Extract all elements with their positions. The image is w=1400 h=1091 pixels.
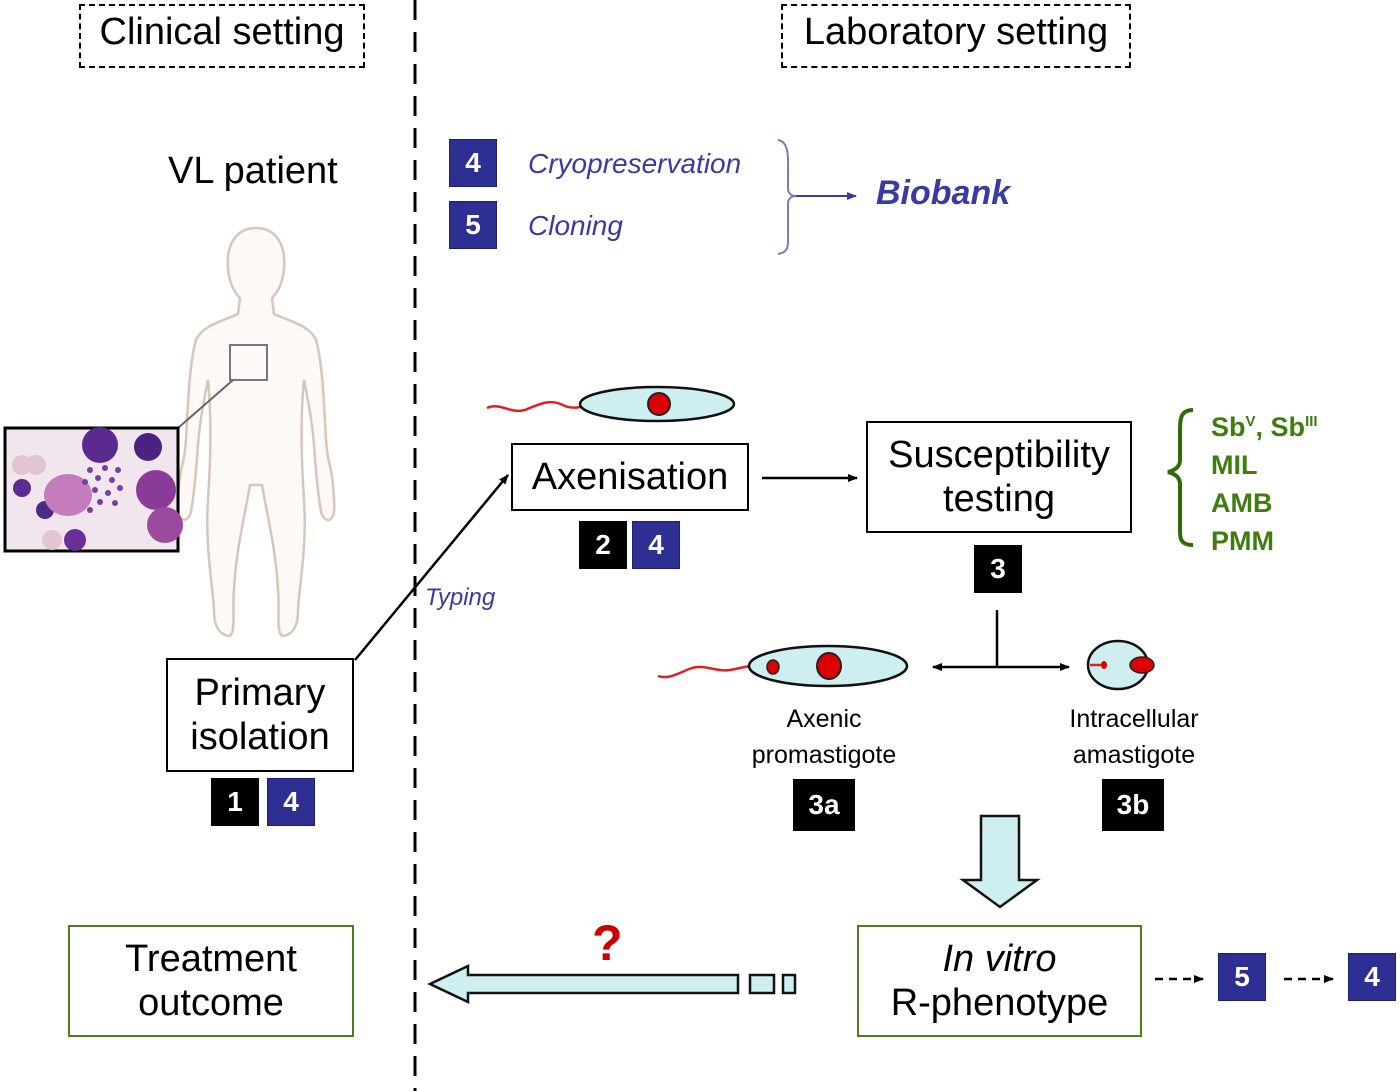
body-region-box (229, 344, 268, 381)
in-vitro-phenotype-box: In vitro R-phenotype (857, 925, 1142, 1037)
drug-amphotericin-b: AMB (1211, 488, 1273, 518)
primary-isolation-line2: isolation (190, 716, 330, 758)
badge-cryopreservation-followup: 4 (1348, 953, 1396, 1001)
primary-isolation-box: Primary isolation (166, 658, 354, 772)
promastigote-cell-icon (657, 644, 909, 688)
drug-antimony: SbV, SbIII (1211, 412, 1318, 442)
badge-step-3: 3 (974, 545, 1022, 593)
badge-step-2: 2 (579, 521, 627, 569)
axenisation-label: Axenisation (531, 456, 729, 498)
question-mark: ? (592, 915, 623, 971)
phenotype-line2: R-phenotype (890, 982, 1109, 1024)
treatment-outcome-box: Treatment outcome (68, 925, 354, 1037)
susceptibility-line1: Susceptibility (888, 434, 1110, 476)
badge-step-4-axenisation: 4 (632, 521, 680, 569)
typing-label: Typing (425, 584, 496, 611)
phenotype-line1: In vitro (942, 938, 1057, 980)
patient-title: VL patient (168, 150, 338, 192)
cloning-label: Cloning (528, 210, 623, 241)
susceptibility-line2: testing (943, 478, 1055, 520)
badge-step-4-primary: 4 (267, 778, 315, 826)
amastigote-cell-icon (1086, 639, 1155, 691)
drug-list-brace (1167, 408, 1194, 547)
drug-miltefosine: MIL (1211, 450, 1258, 480)
down-block-arrow (959, 814, 1041, 909)
badge-step-3a: 3a (793, 779, 855, 831)
axenisation-box: Axenisation (511, 443, 749, 511)
promastigote-label: Axenic promastigote (751, 705, 897, 769)
arrow-to-axenisation (354, 474, 509, 661)
treatment-outcome-line1: Treatment (125, 938, 297, 980)
laboratory-setting-header: Laboratory setting (781, 4, 1131, 68)
left-block-arrow (427, 964, 797, 1004)
badge-cryopreservation: 4 (449, 139, 497, 187)
zoom-connector-line (177, 379, 234, 429)
amastigote-label: Intracellular amastigote (1069, 705, 1199, 769)
drug-list: SbV, SbIII MIL AMB PMM (1211, 403, 1318, 560)
promastigote-icon-top (486, 385, 736, 423)
badge-cloning-followup: 5 (1218, 953, 1266, 1001)
blood-smear-micrograph (3, 426, 183, 553)
clinical-setting-header: Clinical setting (79, 4, 365, 68)
drug-paromomycin: PMM (1211, 526, 1274, 556)
primary-isolation-line1: Primary (194, 672, 326, 714)
treatment-outcome-line2: outcome (138, 982, 284, 1024)
badge-cloning: 5 (449, 201, 497, 249)
susceptibility-testing-box: Susceptibility testing (866, 421, 1132, 533)
cryopreservation-label: Cryopreservation (528, 148, 742, 179)
human-body-icon (176, 226, 336, 638)
badge-step-1: 1 (211, 778, 259, 826)
biobank-brace (777, 139, 797, 255)
badge-step-3b: 3b (1102, 779, 1164, 831)
biobank-label: Biobank (876, 174, 1011, 212)
